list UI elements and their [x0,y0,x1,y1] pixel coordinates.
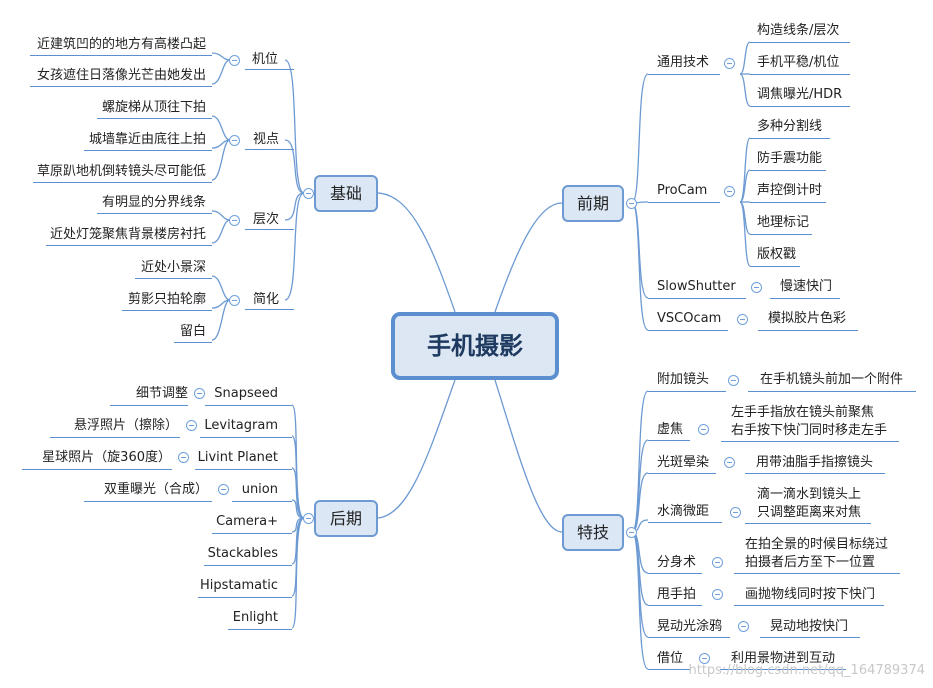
subtopic-fenshen[interactable]: 分身术 [657,555,697,570]
collapse-icon[interactable] [730,507,741,518]
subtopic-jiewei[interactable]: 借位 [657,651,684,666]
collapse-icon[interactable] [712,589,723,600]
subtopic-xujiao[interactable]: 虚焦 [657,422,684,437]
collapse-icon[interactable] [738,621,749,632]
leaf[interactable]: 声控倒计时 [757,183,823,198]
subtopic-shuaishou[interactable]: 甩手拍 [657,587,697,602]
leaf[interactable]: 近处小景深 [140,260,206,275]
subtopic-shidian[interactable]: 视点 [253,132,280,147]
leaf[interactable]: 女孩遮住日落像光芒由她发出 [36,68,206,83]
collapse-icon[interactable] [186,420,197,431]
collapse-icon[interactable] [737,314,748,325]
leaf[interactable]: 螺旋梯从顶往下拍 [101,100,206,115]
collapse-icon[interactable] [712,557,723,568]
subtopic-livint-planet[interactable]: Livint Planet [197,450,278,465]
collapse-icon[interactable] [229,295,240,306]
subtopic-enlight[interactable]: Enlight [232,610,278,625]
leaf[interactable]: 用带油脂手指擦镜头 [756,455,874,470]
leaf[interactable]: 版权戳 [757,247,797,262]
leaf[interactable]: 拍摄者后方至下一位置 [745,555,876,570]
leaf[interactable]: 城墙靠近由底往上拍 [88,132,206,147]
leaf[interactable]: 防手震功能 [757,151,823,166]
collapse-icon[interactable] [699,653,710,664]
leaf[interactable]: 双重曝光（合成） [103,482,208,497]
collapse-icon[interactable] [194,388,205,399]
leaf[interactable]: 晃动地按快门 [770,619,849,634]
collapse-icon[interactable] [724,186,735,197]
subtopic-hipstamatic[interactable]: Hipstamatic [200,578,278,593]
leaf[interactable]: 留白 [179,324,206,339]
watermark: https://blog.csdn.net/qq_164789374 [688,663,925,678]
leaf[interactable]: 只调整距离来对焦 [757,505,862,520]
subtopic-tongyong[interactable]: 通用技术 [657,55,710,70]
leaf[interactable]: 构造线条/层次 [757,23,840,38]
subtopic-shuidi[interactable]: 水滴微距 [657,504,710,519]
collapse-icon[interactable] [303,513,314,524]
collapse-icon[interactable] [724,457,735,468]
leaf[interactable]: 左手手指放在镜头前聚焦 [731,405,875,420]
leaf[interactable]: 近处灯笼聚焦背景楼房衬托 [49,227,206,242]
subtopic-procam[interactable]: ProCam [657,183,708,198]
leaf[interactable]: 调焦曝光/HDR [757,87,843,102]
branch-qianqi[interactable]: 前期 [562,185,624,222]
subtopic-stackables[interactable]: Stackables [207,546,278,561]
collapse-icon[interactable] [626,198,637,209]
leaf[interactable]: 近建筑凹的的地方有高楼凸起 [36,37,206,52]
leaf[interactable]: 利用景物进到互动 [731,651,836,666]
subtopic-snapseed[interactable]: Snapseed [214,386,278,401]
subtopic-union[interactable]: union [241,482,278,497]
subtopic-cengci[interactable]: 层次 [253,212,280,227]
subtopic-guangban[interactable]: 光斑晕染 [657,455,710,470]
subtopic-jianhua[interactable]: 简化 [253,292,280,307]
collapse-icon[interactable] [178,452,189,463]
leaf[interactable]: 细节调整 [135,386,188,401]
leaf[interactable]: 剪影只拍轮廓 [127,292,206,307]
subtopic-huangdong[interactable]: 晃动光涂鸦 [657,619,723,634]
leaf[interactable]: 地理标记 [757,215,810,230]
leaf[interactable]: 慢速快门 [780,279,833,294]
subtopic-levitagram[interactable]: Levitagram [204,418,278,433]
collapse-icon[interactable] [626,527,637,538]
subtopic-fujia[interactable]: 附加镜头 [657,372,710,387]
leaf[interactable]: 模拟胶片色彩 [768,311,847,326]
collapse-icon[interactable] [724,58,735,69]
subtopic-vscocam[interactable]: VSCOcam [657,311,722,326]
leaf[interactable]: 滴一滴水到镜头上 [757,487,862,502]
collapse-icon[interactable] [751,282,762,293]
collapse-icon[interactable] [229,55,240,66]
leaf[interactable]: 画抛物线同时按下快门 [745,587,876,602]
collapse-icon[interactable] [698,424,709,435]
leaf[interactable]: 悬浮照片（擦除） [73,418,178,433]
subtopic-slowshutter[interactable]: SlowShutter [657,279,736,294]
leaf[interactable]: 右手按下快门同时移走左手 [731,423,888,438]
collapse-icon[interactable] [229,135,240,146]
branch-jichu[interactable]: 基础 [314,175,378,212]
branch-houqi[interactable]: 后期 [314,500,378,537]
leaf[interactable]: 在手机镜头前加一个附件 [760,372,904,387]
leaf[interactable]: 手机平稳/机位 [757,55,840,70]
collapse-icon[interactable] [218,484,229,495]
leaf[interactable]: 在拍全景的时候目标绕过 [745,537,889,552]
subtopic-camera-plus[interactable]: Camera+ [216,514,278,529]
subtopic-jiwei[interactable]: 机位 [252,52,279,67]
leaf[interactable]: 草原趴地机倒转镜头尽可能低 [36,164,206,179]
leaf[interactable]: 有明显的分界线条 [101,195,206,210]
collapse-icon[interactable] [303,188,314,199]
collapse-icon[interactable] [229,215,240,226]
central-topic[interactable]: 手机摄影 [391,312,559,380]
leaf[interactable]: 多种分割线 [757,119,823,134]
collapse-icon[interactable] [728,375,739,386]
leaf[interactable]: 星球照片（旋360度） [42,450,171,465]
branch-teji[interactable]: 特技 [562,514,624,551]
